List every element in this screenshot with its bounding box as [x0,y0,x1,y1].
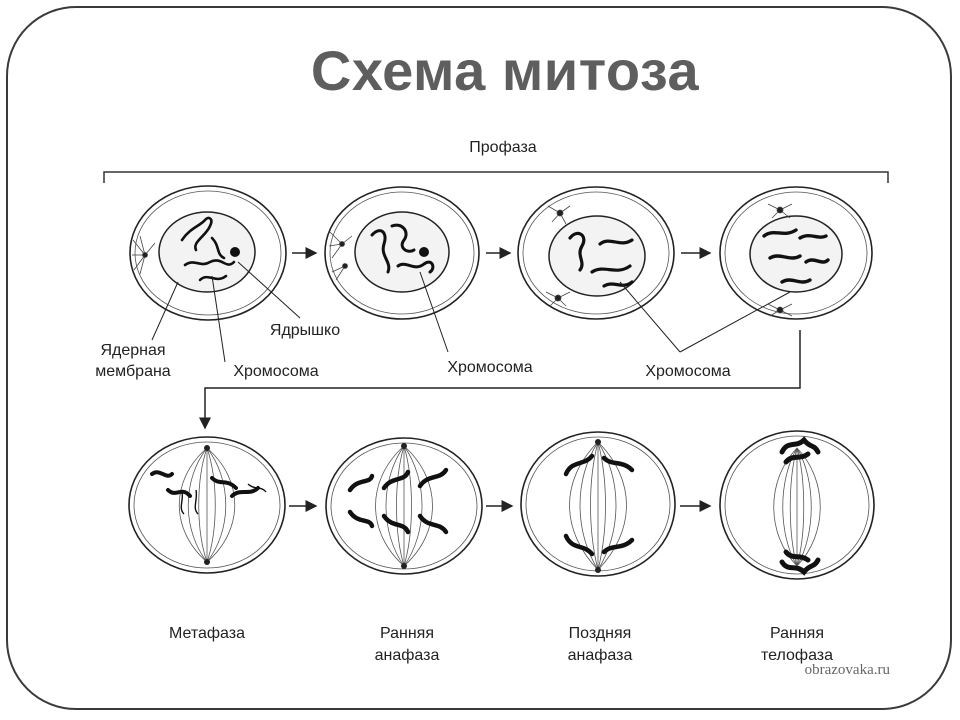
late-anaphase-cell [520,431,676,577]
chromosome [568,231,634,288]
prophase-cell-2 [324,186,480,320]
prophase-cell-3 [517,186,675,320]
centrosome [328,231,353,281]
watermark: obrazovaka.ru [804,662,890,678]
centrosome [132,235,156,275]
label-leader-lines [151,261,791,363]
label-early-telophase: Ранняя [770,625,824,642]
nucleolus [419,247,429,257]
label-early-anaphase-line2: анафаза [375,647,440,664]
chromosome [563,453,635,557]
label-nucleolus: Ядрышко [270,322,340,339]
chromosome [150,470,260,498]
label-late-anaphase: Поздняя [569,625,632,642]
label-chromosome-2: Хромосома [447,359,532,376]
prophase-cell-1 [129,185,287,321]
prophase-bracket [103,171,889,183]
chromosome [779,436,821,576]
nucleolus [230,247,240,257]
label-chromosome-3: Хромосома [645,363,730,380]
label-early-anaphase: Ранняя [380,625,434,642]
label-chromosome-1: Хромосома [233,363,318,380]
label-nuclear-membrane-line2: мембрана [95,363,171,380]
chromosome [370,223,435,274]
slide-frame [6,6,952,710]
chromosome [762,228,830,284]
label-early-telophase-line2: телофаза [761,647,833,664]
metaphase-cell [128,436,286,574]
label-late-anaphase-line2: анафаза [568,647,633,664]
early-anaphase-cell [325,437,483,575]
early-telophase-cell [719,430,875,580]
label-nuclear-membrane: Ядерная [100,342,165,359]
prophase-cell-4 [719,186,873,320]
chromosome [347,467,449,535]
row-connector-arrow [199,330,801,430]
centrosome [767,203,793,317]
centrosome [545,205,571,307]
label-metaphase: Метафаза [169,625,245,642]
prophase-label: Профаза [469,139,537,156]
slide-title: Схема митоза [310,39,700,102]
